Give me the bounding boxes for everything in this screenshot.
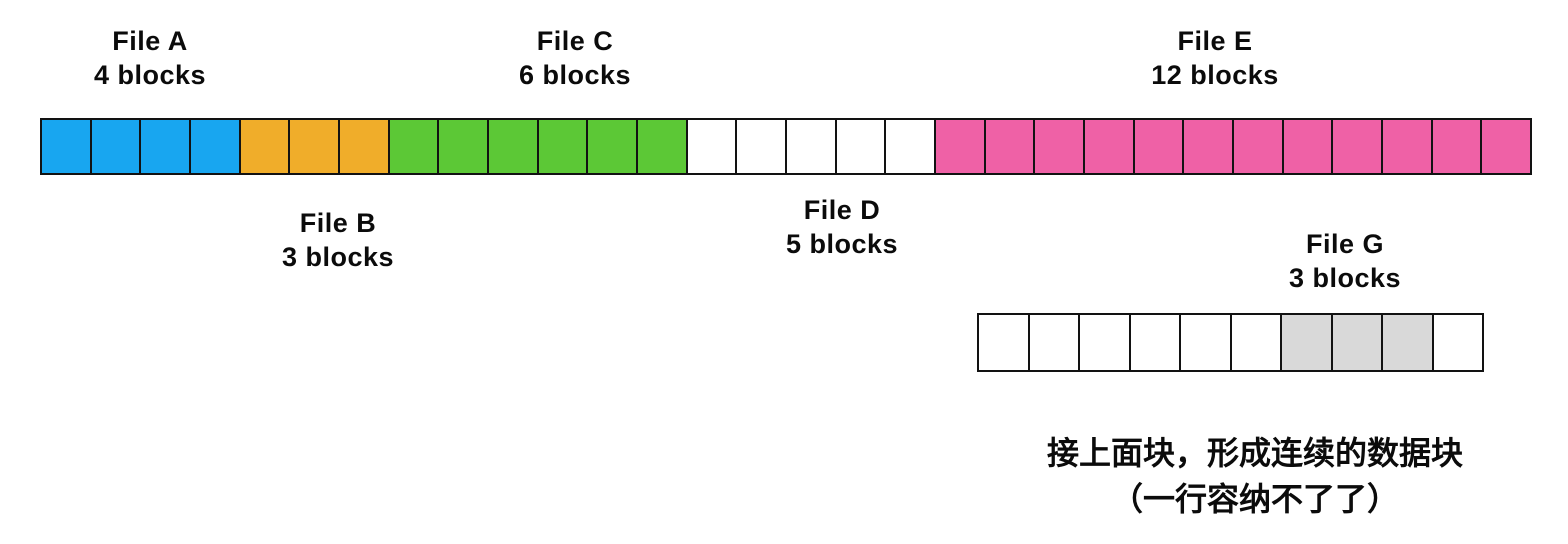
label-file-b-count: 3 blocks — [281, 242, 395, 272]
block-free — [1027, 313, 1080, 372]
label-file-c: File C 6 blocks — [445, 24, 705, 92]
block-file-c — [387, 118, 440, 175]
label-file-g-name: File G — [1305, 229, 1384, 259]
block-file-c — [586, 118, 639, 175]
label-file-d: File D 5 blocks — [712, 193, 972, 261]
caption-line-1: 接上面块，形成连续的数据块 — [1046, 435, 1463, 471]
block-file-e — [934, 118, 986, 175]
label-file-a-count: 4 blocks — [93, 60, 207, 90]
block-file-c — [487, 118, 539, 175]
block-file-b — [238, 118, 291, 175]
label-file-a: File A 4 blocks — [20, 24, 280, 92]
label-file-c-name: File C — [536, 26, 614, 56]
label-file-g: File G 3 blocks — [1215, 227, 1475, 295]
block-file-a — [139, 118, 192, 175]
label-file-d-name: File D — [803, 195, 881, 225]
block-file-e — [1083, 118, 1135, 175]
block-file-a — [40, 118, 92, 175]
block-file-e — [1281, 118, 1334, 175]
block-file-e — [983, 118, 1036, 175]
block-file-e — [1480, 118, 1533, 175]
block-file-e — [1331, 118, 1384, 175]
block-file-g — [1330, 313, 1383, 372]
block-file-g — [1280, 313, 1333, 372]
block-free — [977, 313, 1030, 372]
block-file-d — [834, 118, 887, 175]
block-file-g — [1381, 313, 1434, 372]
block-free — [1431, 313, 1484, 372]
block-file-e — [1430, 118, 1483, 175]
block-file-e — [1381, 118, 1433, 175]
block-file-c — [536, 118, 589, 175]
label-file-e-name: File E — [1177, 26, 1253, 56]
block-free — [1179, 313, 1232, 372]
label-file-d-count: 5 blocks — [785, 229, 899, 259]
label-file-g-count: 3 blocks — [1288, 263, 1402, 293]
label-file-c-count: 6 blocks — [518, 60, 632, 90]
block-file-e — [1033, 118, 1086, 175]
block-free — [1078, 313, 1131, 372]
block-file-c — [437, 118, 490, 175]
disk-row-2 — [977, 313, 1484, 372]
block-file-d — [685, 118, 738, 175]
block-file-b — [338, 118, 390, 175]
label-file-e: File E 12 blocks — [1085, 24, 1345, 92]
caption: 接上面块，形成连续的数据块 （一行容纳不了了） — [955, 430, 1555, 522]
label-file-b: File B 3 blocks — [208, 206, 468, 274]
block-file-e — [1182, 118, 1235, 175]
caption-line-2: （一行容纳不了了） — [1110, 481, 1399, 517]
disk-row-1 — [40, 118, 1533, 175]
block-free — [1229, 313, 1282, 372]
block-file-e — [1132, 118, 1185, 175]
block-file-a — [89, 118, 142, 175]
block-file-c — [636, 118, 688, 175]
block-file-d — [735, 118, 788, 175]
block-file-a — [189, 118, 241, 175]
block-file-e — [1232, 118, 1284, 175]
label-file-e-count: 12 blocks — [1151, 60, 1279, 90]
block-file-d — [785, 118, 837, 175]
block-free — [1128, 313, 1181, 372]
block-file-b — [288, 118, 341, 175]
block-file-d — [884, 118, 937, 175]
label-file-b-name: File B — [299, 208, 377, 238]
label-file-a-name: File A — [112, 26, 188, 56]
